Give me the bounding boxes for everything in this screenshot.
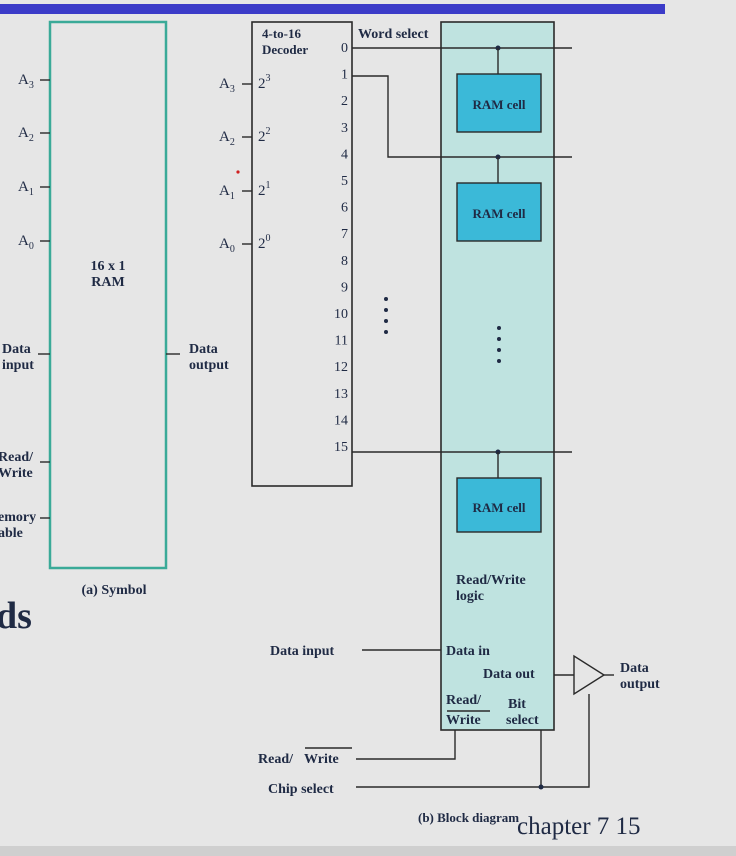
symbol-ram-size: 16 x 1 (91, 259, 126, 274)
decoder-output-7: 7 (341, 227, 348, 242)
rw-logic-1: Read/Write (456, 573, 526, 588)
symbol-data-input-2: input (2, 358, 34, 373)
symbol-data-output-1: Data (189, 342, 218, 357)
output-buffer-triangle (573, 654, 606, 696)
decoder-title-1: 4-to-16 (262, 26, 301, 41)
rw-inside-2: Write (446, 713, 481, 728)
red-dot-marker (236, 170, 240, 174)
decoder-output-15: 15 (334, 440, 348, 455)
symbol-pin-a3: A3 (18, 72, 34, 91)
symbol-data-output-2: output (189, 358, 229, 373)
rw-bottom-prefix: Read/ (258, 752, 294, 767)
decoder-pin-a1: A1 (219, 183, 235, 202)
symbol-caption: (a) Symbol (82, 583, 147, 598)
decoder-output-8: 8 (341, 254, 348, 269)
page-footer: chapter 7 15 (517, 813, 641, 840)
decoder-output-0: 0 (341, 41, 348, 56)
symbol-data-input-1: Data (2, 342, 31, 357)
decoder-output-3: 3 (341, 121, 348, 136)
ram-cell-2 (456, 477, 542, 533)
symbol-ram-box (48, 20, 168, 570)
symbol-ram-label: RAM (91, 275, 124, 290)
ram-cell-0 (456, 73, 542, 133)
decoder-output-13: 13 (334, 387, 348, 402)
decoder-pin-a3: A3 (219, 76, 235, 95)
symbol-address-pins: A3 A2 A1 A0 (18, 72, 50, 252)
data-output-label-2: output (620, 677, 660, 692)
symbol-pin-a1: A1 (18, 179, 34, 198)
decoder-output-14: 14 (334, 413, 348, 428)
decoder-pin-a2: A2 (219, 129, 235, 148)
decoder-inputs: A3 A2 A1 A0 23 22 21 20 (219, 73, 271, 255)
symbol-pin-a2: A2 (18, 125, 34, 144)
symbol-memory-enable-2: able (0, 526, 23, 541)
decoder-box (251, 21, 353, 487)
data-output-label-1: Data (620, 661, 649, 676)
data-input-label: Data input (270, 644, 335, 659)
decoder-output-1: 1 (341, 68, 348, 83)
decoder-weight-1: 20 (258, 233, 271, 252)
ram-cell-1-label: RAM cell (472, 206, 525, 221)
decoder-output-6: 6 (341, 201, 348, 216)
decoder-output-11: 11 (335, 334, 348, 349)
rw-inside-1: Read/ (446, 693, 482, 708)
ram-cell-2-label: RAM cell (472, 500, 525, 515)
decoder-output-12: 12 (334, 360, 348, 375)
decoder-output-5: 5 (341, 174, 348, 189)
decoder-weight-8: 23 (258, 73, 271, 92)
decoder-output-9: 9 (341, 280, 348, 295)
block-diagram-box (440, 21, 555, 731)
word-select-label: Word select (358, 27, 429, 42)
symbol-pin-a0: A0 (18, 233, 34, 252)
decoder-output-2: 2 (341, 94, 348, 109)
bit-select-2: select (506, 713, 539, 728)
symbol-read-write-1: Read/ (0, 450, 34, 465)
symbol-memory-enable-1: emory (0, 510, 36, 525)
chip-select-label: Chip select (268, 782, 334, 797)
decoder-weight-2: 21 (258, 180, 271, 199)
ram-cell-0-label: RAM cell (472, 97, 525, 112)
rw-bottom-write: Write (304, 752, 339, 767)
rw-logic-2: logic (456, 589, 484, 604)
bit-select-1: Bit (508, 697, 526, 712)
decoder-title-2: Decoder (262, 42, 308, 57)
partial-heading: ds (0, 595, 32, 637)
word-line-1 (352, 75, 572, 158)
symbol-read-write-2: Write (0, 466, 33, 481)
decoder-output-4: 4 (341, 147, 348, 162)
data-out-label: Data out (483, 667, 535, 682)
data-in-label: Data in (446, 644, 490, 659)
decoder-pin-a0: A0 (219, 236, 235, 255)
decoder-output-10: 10 (334, 307, 348, 322)
block-caption: (b) Block diagram (418, 810, 519, 825)
ram-cell-1 (456, 182, 542, 242)
top-accent-bar (0, 4, 665, 14)
decoder-weight-4: 22 (258, 126, 271, 145)
bottom-strip (0, 846, 736, 856)
